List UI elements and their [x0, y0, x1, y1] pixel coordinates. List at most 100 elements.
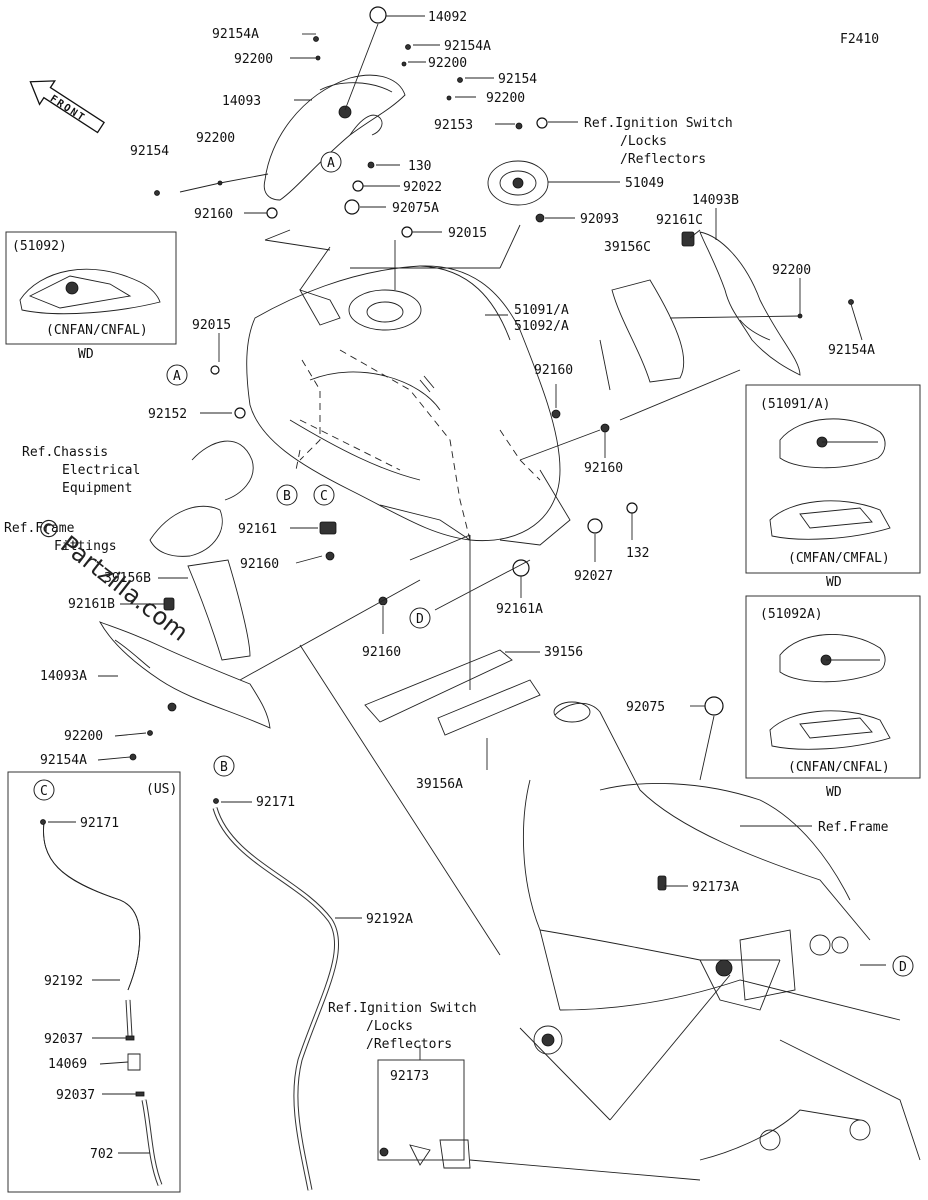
part-92037-2: 92037 — [56, 1088, 95, 1103]
pad-39156 — [364, 649, 513, 723]
part-92160-3: 92160 — [584, 461, 623, 476]
part-92152: 92152 — [148, 407, 187, 422]
part-92173: 92173 — [390, 1069, 429, 1084]
part-92173A: 92173A — [692, 880, 739, 895]
ref-ignition-bottom: Ref.Ignition Switch /Locks /Reflectors — [328, 1001, 477, 1052]
svg-text:A: A — [173, 369, 181, 384]
svg-text:Fittings: Fittings — [54, 539, 117, 554]
side-cover-14093A — [98, 621, 271, 729]
front-arrow-icon: FRONT — [29, 80, 105, 134]
part-14069: 14069 — [48, 1057, 87, 1072]
marker-D-1: D — [409, 607, 431, 629]
part-92154A-1: 92154A — [212, 27, 259, 42]
svg-text:C: C — [320, 489, 328, 504]
part-92200-4: 92200 — [196, 131, 235, 146]
inset-51092A-note: WD — [826, 785, 842, 800]
svg-text:Ref.Frame: Ref.Frame — [4, 521, 75, 536]
guide-lines — [295, 349, 541, 541]
part-39156A: 39156A — [416, 777, 463, 792]
part-92160-2: 92160 — [534, 363, 573, 378]
inset-us: (US) — [7, 771, 181, 1193]
svg-text:/Reflectors: /Reflectors — [366, 1037, 452, 1052]
part-labels: 14092 92154A 92154A 92200 92200 92154 14… — [40, 10, 875, 1162]
svg-text:Electrical: Electrical — [62, 463, 140, 478]
svg-text:Ref.Ignition Switch: Ref.Ignition Switch — [584, 116, 733, 131]
part-92192: 92192 — [44, 974, 83, 989]
frame-fitting — [149, 505, 223, 557]
hose-92192A — [212, 807, 340, 1191]
part-39156B: 39156B — [104, 571, 151, 586]
fuel-tank — [246, 265, 571, 546]
frame — [523, 701, 921, 1161]
part-92037-1: 92037 — [44, 1032, 83, 1047]
part-702: 702 — [90, 1147, 113, 1162]
ref-chassis-electrical: Ref.Chassis Electrical Equipment — [22, 445, 140, 496]
part-92093: 92093 — [580, 212, 619, 227]
marker-B-2: B — [213, 755, 235, 777]
part-92154A-4: 92154A — [40, 753, 87, 768]
part-92200-3: 92200 — [486, 91, 525, 106]
inset-51092-variant: (CNFAN/CNFAL) — [46, 323, 148, 338]
svg-text:/Locks: /Locks — [366, 1019, 413, 1034]
part-92161C: 92161C — [656, 213, 703, 228]
svg-text:B: B — [283, 489, 291, 504]
part-92027: 92027 — [574, 569, 613, 584]
inset-51091A: (51091/A) (CMFAN/CMFAL) WD — [745, 384, 921, 590]
part-51049: 51049 — [625, 176, 664, 191]
part-92153: 92153 — [434, 118, 473, 133]
ignition-switch-assembly — [377, 1059, 471, 1169]
inset-51091A-note: WD — [826, 575, 842, 590]
part-92161A: 92161A — [496, 602, 543, 617]
part-92161B: 92161B — [68, 597, 115, 612]
part-51092A: 51092/A — [514, 319, 569, 334]
part-130: 130 — [408, 159, 431, 174]
inset-us-title: (US) — [146, 782, 177, 797]
part-92075A: 92075A — [392, 201, 439, 216]
svg-text:Equipment: Equipment — [62, 481, 132, 496]
part-51091A: 51091/A — [514, 303, 569, 318]
svg-text:Ref.Chassis: Ref.Chassis — [22, 445, 108, 460]
inset-51092A-variant: (CNFAN/CNFAL) — [788, 760, 890, 775]
marker-A-2: A — [166, 364, 188, 386]
figure-code: F2410 — [840, 32, 879, 47]
marker-C-2: C — [33, 779, 55, 801]
ref-frame: Ref.Frame — [818, 820, 889, 835]
tank-cover-14093 — [263, 74, 406, 201]
part-92171-2: 92171 — [80, 816, 119, 831]
inset-51092-title: (51092) — [12, 239, 67, 254]
pad-39156B — [187, 559, 251, 661]
part-92075: 92075 — [626, 700, 665, 715]
part-92161: 92161 — [238, 522, 277, 537]
part-92200-6: 92200 — [64, 729, 103, 744]
part-92200-1: 92200 — [234, 52, 273, 67]
ref-frame-fittings: Ref.Frame Fittings — [4, 521, 117, 554]
part-92015-1: 92015 — [448, 226, 487, 241]
part-92154-2: 92154 — [130, 144, 169, 159]
hardware-points — [40, 6, 854, 891]
svg-text:C: C — [40, 784, 48, 799]
svg-text:Ref.Ignition Switch: Ref.Ignition Switch — [328, 1001, 477, 1016]
part-14093A: 14093A — [40, 669, 87, 684]
svg-text:/Reflectors: /Reflectors — [620, 152, 706, 167]
part-92022: 92022 — [403, 180, 442, 195]
part-92200-5: 92200 — [772, 263, 811, 278]
part-39156C: 39156C — [604, 240, 651, 255]
marker-C-1: C — [313, 484, 335, 506]
pad-39156A — [437, 679, 541, 736]
part-92154A-2: 92154A — [444, 39, 491, 54]
part-14092: 14092 — [428, 10, 467, 25]
part-92171-1: 92171 — [256, 795, 295, 810]
svg-text:B: B — [220, 760, 228, 775]
inset-51091A-title: (51091/A) — [760, 397, 830, 412]
part-92160-1: 92160 — [194, 207, 233, 222]
svg-text:/Locks: /Locks — [620, 134, 667, 149]
inset-51091A-variant: (CMFAN/CMFAL) — [788, 551, 890, 566]
part-92200-2: 92200 — [428, 56, 467, 71]
marker-A-1: A — [320, 151, 342, 173]
part-92160-4: 92160 — [240, 557, 279, 572]
inset-51092-note: WD — [78, 347, 94, 362]
part-92015-2: 92015 — [192, 318, 231, 333]
inset-51092: (51092) (CNFAN/CNFAL) WD — [5, 231, 177, 362]
side-cover-14093B — [681, 231, 801, 376]
svg-text:A: A — [327, 156, 335, 171]
